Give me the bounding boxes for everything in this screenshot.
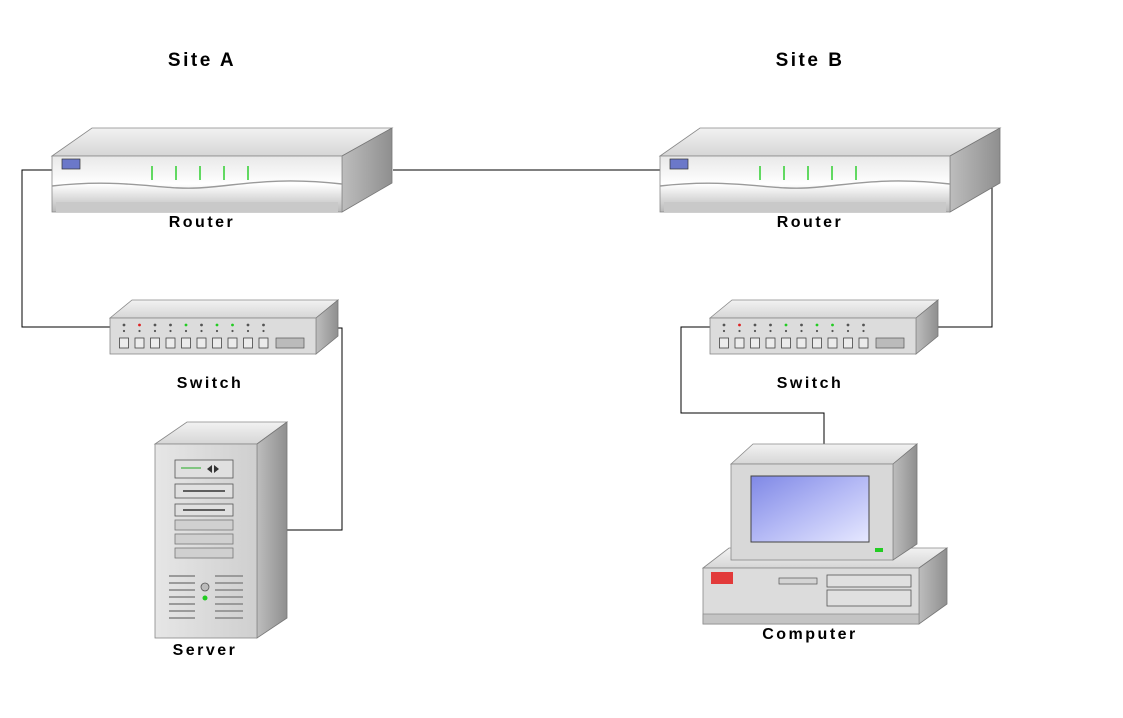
server-tower-icon (153, 421, 289, 639)
router-b-label: Router (776, 214, 844, 231)
link-router-a-switch-a (21, 169, 110, 328)
switch-b-label: Switch (776, 375, 844, 392)
router-icon (50, 127, 394, 213)
switch-a[interactable] (108, 299, 340, 355)
site-a-title: Site A (167, 50, 237, 71)
desktop-computer-icon (701, 443, 949, 625)
switch-a-label: Switch (176, 375, 244, 392)
switch-icon (708, 299, 940, 355)
server-label: Server (172, 642, 238, 659)
router-icon (658, 127, 1002, 213)
router-b[interactable] (658, 127, 1002, 213)
switch-icon (108, 299, 340, 355)
switch-b[interactable] (708, 299, 940, 355)
router-a[interactable] (50, 127, 394, 213)
site-b-title: Site B (775, 50, 845, 71)
router-a-label: Router (168, 214, 236, 231)
computer-label: Computer (762, 626, 858, 643)
server-a[interactable] (153, 421, 289, 639)
computer-b[interactable] (701, 443, 949, 625)
link-switch-b-computer (680, 326, 825, 453)
